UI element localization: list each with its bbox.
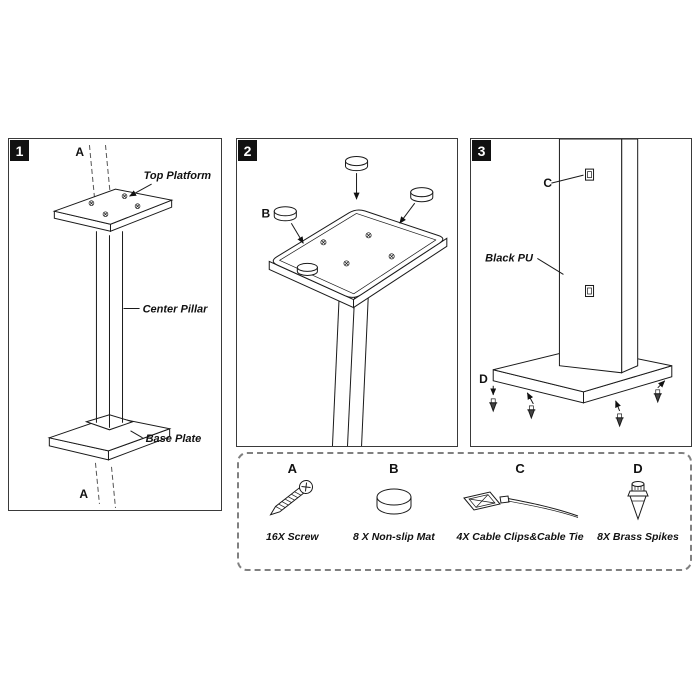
- center-pillar-drawing: [95, 231, 124, 428]
- cable-clip-upper: [585, 168, 595, 181]
- platform-screw-marks: [88, 193, 141, 217]
- cable-clip-tie-icon: [463, 491, 579, 518]
- part-letter-b: B: [389, 461, 399, 476]
- part-letter-a: A: [287, 461, 298, 476]
- axis-dashed-lines-bottom: A: [79, 462, 117, 509]
- screw-icon: [269, 480, 314, 516]
- step-2-number: 2: [238, 140, 257, 161]
- cable-clip-lower: [585, 284, 595, 298]
- part-label-brass-spike: 8X Brass Spikes: [597, 531, 679, 543]
- top-platform-label: Top Platform: [144, 170, 212, 182]
- non-slip-mat-left: [273, 206, 304, 244]
- part-letter-c: C: [515, 461, 525, 476]
- pillar-drawing: [558, 139, 639, 374]
- part-item-mat: B 8 X Non-slip Mat: [340, 462, 448, 563]
- pillar-under-platform: [331, 289, 370, 446]
- brass-spike-mid-left: [526, 392, 536, 420]
- step-1-illustration-stand: A: [47, 144, 212, 509]
- brass-spike-right: [653, 380, 666, 404]
- part-label-cable-clip: 4X Cable Clips&Cable Tie: [456, 531, 584, 543]
- center-pillar-label: Center Pillar: [143, 303, 209, 315]
- platform-screw-holes: [320, 232, 395, 267]
- step-1-panel: 1 A: [8, 138, 222, 511]
- part-item-brass-spike: D 8X Brass Spikes: [592, 462, 684, 563]
- non-slip-mat-icon: [376, 488, 412, 515]
- non-slip-mat-placed: [296, 262, 318, 276]
- part-letter-d: D: [633, 461, 643, 476]
- spike-callout-d: D: [479, 372, 488, 386]
- top-platform-drawing: [52, 188, 174, 232]
- axis-label-a-top: A: [75, 145, 84, 159]
- part-item-screw: A 16X Screw: [245, 462, 340, 563]
- non-slip-mat-right: [399, 187, 434, 224]
- black-pu-label: Black PU: [485, 252, 534, 264]
- non-slip-mat-top: [344, 156, 369, 200]
- step-3-number: 3: [472, 140, 491, 161]
- step-3-panel: 3: [470, 138, 692, 447]
- step-1-number: 1: [10, 140, 29, 161]
- step-2-panel: 2: [236, 138, 458, 447]
- axis-label-a-bottom: A: [79, 487, 88, 501]
- step-3-illustration-pillar-base: C Black PU D: [479, 139, 673, 428]
- brass-spike-icon: [627, 481, 649, 521]
- brass-spike-left: [489, 385, 498, 413]
- axis-dashed-lines-top: A: [75, 144, 111, 198]
- platform-top-view: [268, 209, 448, 309]
- part-label-screw: 16X Screw: [266, 531, 319, 543]
- brass-spike-mid-right: [615, 400, 624, 428]
- clip-callout-c: C: [543, 176, 552, 190]
- part-item-cable-clip: C 4X Cable Clips&Cable Tie: [448, 462, 592, 563]
- part-label-mat: 8 X Non-slip Mat: [353, 531, 435, 543]
- base-plate-label: Base Plate: [146, 433, 202, 445]
- parts-list-panel: A 16X Screw B: [237, 452, 692, 571]
- step1-callouts: Top Platform Center Pillar Base Plate: [123, 170, 212, 445]
- step-2-illustration-platform-mats: B: [262, 156, 448, 446]
- mat-callout-b: B: [262, 206, 271, 220]
